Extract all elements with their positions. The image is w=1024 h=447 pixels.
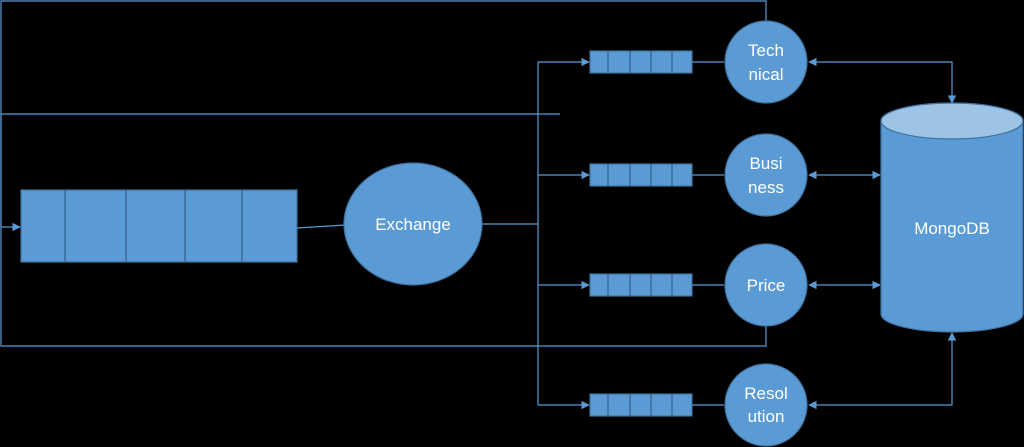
- mongodb-cylinder: MongoDB: [880, 102, 1024, 333]
- consumer-resolution-label-line2: ution: [748, 407, 785, 426]
- consumer-technical-label-line2: nical: [749, 65, 784, 84]
- queue-resolution: [589, 393, 693, 417]
- exchange-label: Exchange: [375, 215, 451, 234]
- consumer-resolution-label-line1: Resol: [744, 384, 787, 403]
- consumer-price-label-line1: Price: [747, 276, 786, 295]
- exchange-node: Exchange: [343, 162, 483, 286]
- consumer-resolution: Resol ution: [724, 363, 808, 447]
- main-queue: [20, 189, 298, 263]
- consumer-business-label-line2: ness: [748, 178, 784, 197]
- db-link-resolution: [808, 332, 957, 410]
- queue-business: [589, 163, 693, 187]
- queue-price: [589, 273, 693, 297]
- connector-queue-exchange: [296, 224, 346, 229]
- queue-technical: [589, 50, 693, 74]
- consumer-technical: Tech nical: [724, 20, 808, 104]
- db-link-technical: [808, 57, 957, 104]
- consumer-business-label-line1: Busi: [749, 154, 782, 173]
- consumer-price: Price: [724, 243, 808, 327]
- consumer-technical-label-line1: Tech: [748, 41, 784, 60]
- mongodb-label: MongoDB: [914, 219, 990, 238]
- mongodb-cylinder-top: [880, 102, 1024, 140]
- outer-loop-price: [0, 113, 767, 347]
- consumer-business: Busi ness: [724, 133, 808, 217]
